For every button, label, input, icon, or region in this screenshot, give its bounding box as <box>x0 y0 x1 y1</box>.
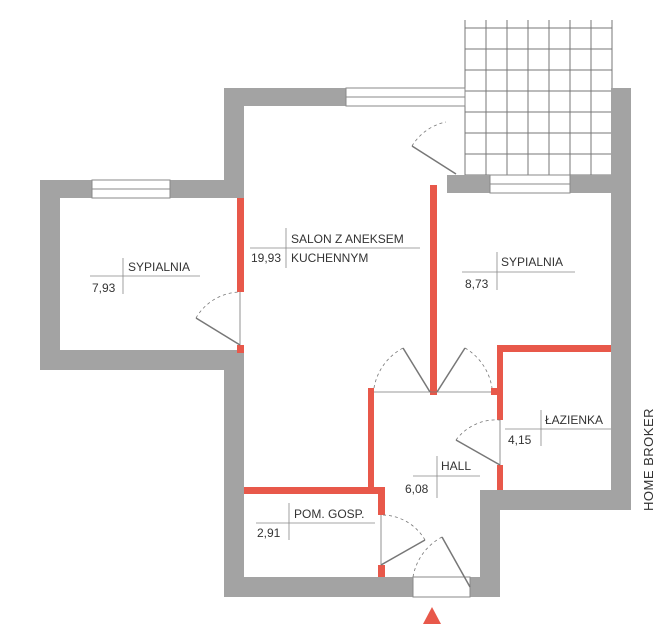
room-name: HALL <box>441 459 471 473</box>
balcony <box>464 20 613 176</box>
room-name: POM. GOSP. <box>294 507 364 521</box>
room-pom-gosp: POM. GOSP. 2,91 <box>257 507 364 540</box>
outer-walls <box>40 88 631 597</box>
room-name: ŁAZIENKA <box>545 413 603 427</box>
room-area: 2,91 <box>257 526 281 540</box>
room-name: SYPIALNIA <box>128 260 190 274</box>
entrance-arrow-icon <box>423 607 441 624</box>
room-salon: SALON Z ANEKSEM KUCHENNYM 19,93 <box>251 232 404 265</box>
room-name: SYPIALNIA <box>501 255 563 269</box>
brand-watermark: HOME BROKER <box>641 408 656 511</box>
room-sypialnia-left: SYPIALNIA 7,93 <box>92 260 190 295</box>
room-area: 6,08 <box>405 482 429 496</box>
room-area: 7,93 <box>92 281 116 295</box>
partition-walls <box>237 185 611 577</box>
room-area: 19,93 <box>251 251 281 265</box>
room-lazienka: ŁAZIENKA 4,15 <box>508 413 603 447</box>
label-lines <box>90 228 611 540</box>
room-hall: HALL 6,08 <box>405 459 471 496</box>
room-area: 4,15 <box>508 433 532 447</box>
doors <box>195 121 501 588</box>
room-sypialnia-right: SYPIALNIA 8,73 <box>465 255 563 291</box>
room-name: SALON Z ANEKSEM <box>291 232 404 246</box>
room-area: 8,73 <box>465 277 489 291</box>
room-name-line2: KUCHENNYM <box>291 251 368 265</box>
